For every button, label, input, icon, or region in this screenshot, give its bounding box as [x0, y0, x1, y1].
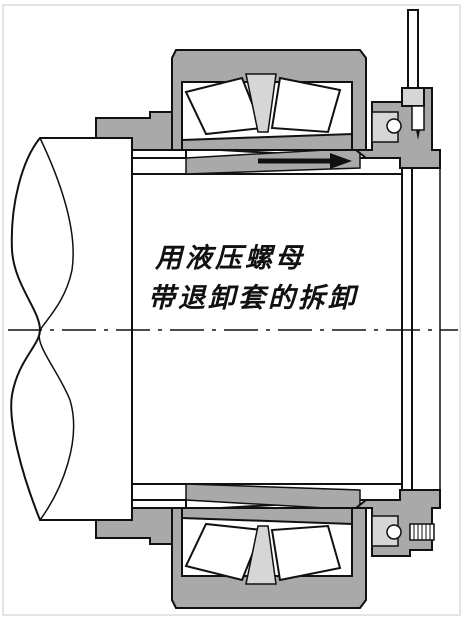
cage-top [245, 73, 277, 133]
sleeve-bore [131, 173, 403, 485]
withdrawal-arrow-head [330, 153, 352, 169]
bearing-inner-ring-top [181, 132, 353, 151]
caption-line-1: 用液压螺母 [155, 243, 305, 274]
bearing-inner-ring-bottom [181, 507, 353, 526]
roller-bottom-right [270, 524, 342, 582]
caption-line-2: 带退卸套的拆卸 [148, 283, 358, 314]
pipe-fitting [411, 105, 425, 131]
roller-top-right [270, 76, 342, 134]
plug-bottom-teeth [413, 524, 431, 540]
hydraulic-pipe [407, 9, 419, 97]
frame-border [2, 4, 461, 616]
shaft [10, 137, 133, 521]
oil-seal-top [386, 118, 402, 134]
sleeve-end-wall [401, 167, 413, 491]
fitting-tip [416, 130, 420, 140]
oil-seal-bottom [386, 524, 402, 540]
cage-bottom [245, 525, 277, 585]
pipe-connector [401, 87, 425, 107]
